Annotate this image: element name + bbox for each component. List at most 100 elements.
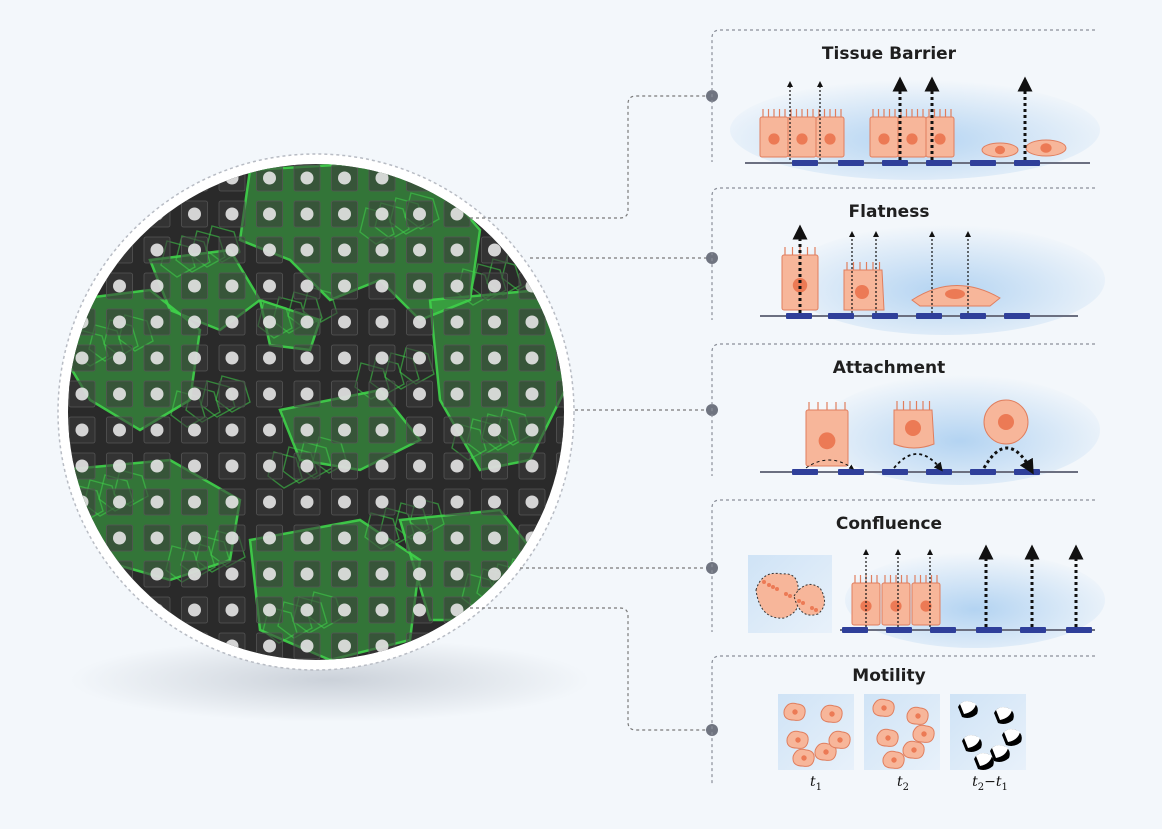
electrode [792,160,818,166]
electric-field-glow [820,375,1100,485]
electrode-dot [263,171,276,185]
electrode [886,627,912,633]
electrode-dot [338,567,351,581]
electrode-dot [263,639,276,653]
electrode-dot [75,423,89,437]
cell-nucleus [810,606,814,610]
electrode-dot [413,243,426,257]
electrode-dot [188,567,201,581]
panel-title-attachment: Attachment [832,358,946,378]
cell-nucleus [934,133,946,145]
cell-border [409,497,445,535]
electrode-dot [263,423,276,437]
electrode-dot [338,315,351,329]
cell-nucleus [795,737,801,743]
electrode-dot [263,243,276,257]
electrode-dot [300,387,314,401]
connector-node [706,252,718,264]
electrode-dot [225,567,239,581]
electrode-dot [450,531,464,545]
electrode-dot [225,495,239,509]
electrode-dot [150,567,164,581]
electrode-dot [413,387,426,401]
cell-nucleus [994,145,1006,155]
electrode [930,627,956,633]
electrode-dot [300,207,314,221]
electrode-dot [263,567,276,581]
electrode-dot [413,207,426,221]
electrode [838,469,864,475]
electrode-dot [450,423,464,437]
electrode-dot [413,351,426,365]
cell-nucleus [905,420,921,436]
motility-illustration [778,694,1026,770]
electrode-dot [75,351,89,365]
cell-nucleus [837,737,843,743]
cell-nucleus [814,608,818,612]
micrograph-shadow [70,638,590,722]
electrode-dot [225,207,239,221]
electrode [1014,469,1040,475]
cell-nucleus [906,133,918,145]
electrode-dot [375,495,389,509]
electrode-dot [525,351,539,365]
connector-node [706,724,718,736]
electrode-dot [375,603,389,617]
time-label-difference: t2−t1 [972,774,1008,793]
electrode-dot [450,351,464,365]
electrode-dot [188,603,201,617]
current-arc [982,446,1034,475]
cell-nucleus [945,289,965,299]
cell-nucleus [771,585,775,589]
electrode-dot [225,603,239,617]
electrode-dot [338,531,351,545]
electrode-dot [375,639,389,653]
motion-difference-light [1004,729,1020,742]
cell-nucleus [824,133,836,145]
electrode-dot [375,387,389,401]
connector-line [470,607,712,731]
cell-nucleus [823,749,829,755]
electrode-dot [300,495,314,509]
electrode-dot [488,531,501,545]
electrode-dot [375,567,389,581]
electrode-dot [113,423,126,437]
electrode-dot [300,351,314,365]
cell-cluster [793,583,825,616]
electrode-dot [488,387,501,401]
electrode-dot [488,279,501,293]
cell-nucleus [920,600,932,612]
electrode-dot [450,207,464,221]
tissue-barrier-illustration [730,76,1100,180]
cell-nucleus [818,432,836,450]
time-label-t2: t2 [896,774,909,793]
electrode-dot [75,387,89,401]
confluence-illustration [748,544,1105,648]
electrode-dot [525,315,539,329]
electrode-dot [300,459,314,473]
cell-nucleus [784,592,788,596]
electrode-dot [225,387,239,401]
cell-border [302,286,338,324]
electrode-dot [263,495,276,509]
electrode-dot [525,459,539,473]
electrode-dot [338,459,351,473]
electrode-dot [488,459,501,473]
cell-nucleus [767,583,771,587]
electrode-dot [488,351,501,365]
motion-difference-light [996,707,1012,720]
electrode-dot [188,207,201,221]
electrode-dot [413,567,426,581]
electrode-dot [375,459,389,473]
electrode-dot [113,531,126,545]
electrode [1066,627,1092,633]
panel-title-tissue-barrier: Tissue Barrier [821,44,957,64]
electrode-dot [413,531,426,545]
cell-border [451,423,487,461]
electrode-dot [263,315,276,329]
electrode-dot [150,279,164,293]
motion-difference-light [976,753,992,766]
electrode-dot [488,495,501,509]
electrode [970,469,996,475]
